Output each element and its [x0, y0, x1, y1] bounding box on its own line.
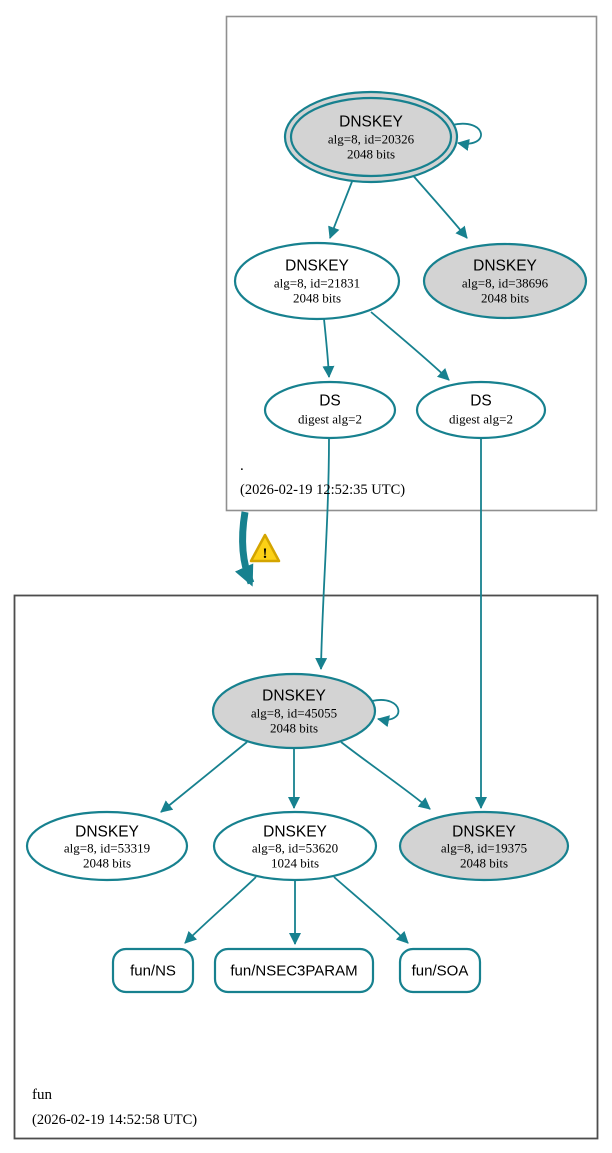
edge-root-ksk-to-zsk	[328, 178, 354, 239]
fun-zsk-53620-ellipse	[212, 810, 378, 882]
fun-zone-timestamp: (2026-02-19 14:52:58 UTC)	[32, 1112, 197, 1128]
edge-zsk-to-rrset-soa	[333, 876, 409, 944]
svg-text:2048 bits: 2048 bits	[83, 856, 131, 871]
fun-zone-name: fun	[32, 1087, 52, 1103]
root-ds-right-ellipse	[415, 380, 547, 440]
root-zsk-ellipse	[233, 241, 401, 321]
fun-ksk-ellipse	[211, 672, 377, 750]
fun-dnskey-19375-ellipse	[398, 810, 570, 882]
svg-text:alg=8, id=19375: alg=8, id=19375	[441, 841, 527, 856]
svg-text:2048 bits: 2048 bits	[347, 147, 395, 162]
svg-text:DNSKEY: DNSKEY	[75, 824, 139, 841]
root-zone-box	[225, 15, 598, 512]
warning-icon: !	[249, 533, 281, 563]
warning-triangle	[249, 533, 281, 563]
svg-text:alg=8, id=20326: alg=8, id=20326	[328, 132, 415, 147]
rrset-soa-box	[398, 947, 482, 994]
svg-text:1024 bits: 1024 bits	[271, 856, 319, 871]
node-fun-dnskey-53319: DNSKEY alg=8, id=53319 2048 bits	[25, 810, 189, 882]
root-zone-name: .	[240, 458, 244, 474]
svg-text:2048 bits: 2048 bits	[481, 291, 529, 306]
edge-root-zone-to-fun-zone-delegation	[234, 511, 255, 587]
node-rrset-fun-soa: fun/SOA	[398, 947, 482, 994]
svg-text:alg=8, id=21831: alg=8, id=21831	[274, 276, 360, 291]
edge-root-zsk-to-ds-left	[322, 318, 335, 378]
svg-text:2048 bits: 2048 bits	[270, 721, 318, 736]
edge-fun-ksk-self-loop	[371, 699, 400, 728]
edge-fun-ksk-to-dnskey-19375	[340, 741, 431, 810]
svg-text:2048 bits: 2048 bits	[460, 856, 508, 871]
svg-text:alg=8, id=45055: alg=8, id=45055	[251, 706, 337, 721]
svg-text:DNSKEY: DNSKEY	[339, 114, 403, 131]
node-fun-zsk-dnskey-53620: DNSKEY alg=8, id=53620 1024 bits	[212, 810, 378, 882]
svg-text:digest alg=2: digest alg=2	[298, 412, 362, 427]
svg-text:alg=8, id=53620: alg=8, id=53620	[252, 841, 338, 856]
svg-text:DNSKEY: DNSKEY	[285, 258, 349, 275]
root-ds-left-ellipse	[263, 380, 397, 440]
root-ksk-inner-ellipse	[289, 96, 453, 178]
svg-text:fun/NSEC3PARAM: fun/NSEC3PARAM	[230, 963, 357, 980]
svg-text:DNSKEY: DNSKEY	[263, 824, 327, 841]
svg-text:digest alg=2: digest alg=2	[449, 412, 513, 427]
node-root-ds-left: DS digest alg=2	[263, 380, 397, 440]
edge-ds-left-to-fun-ksk	[315, 437, 330, 670]
svg-text:DS: DS	[319, 393, 341, 410]
rrset-nsec3param-box	[213, 947, 375, 994]
node-root-dnskey-38696: DNSKEY alg=8, id=38696 2048 bits	[422, 242, 588, 320]
svg-text:DNSKEY: DNSKEY	[452, 824, 516, 841]
fun-dnskey-53319-ellipse	[25, 810, 189, 882]
fun-zone-box	[13, 594, 599, 1140]
node-rrset-fun-ns: fun/NS	[111, 947, 195, 994]
root-ksk-outer-ellipse	[283, 90, 459, 184]
node-rrset-fun-nsec3param: fun/NSEC3PARAM	[213, 947, 375, 994]
svg-text:2048 bits: 2048 bits	[293, 291, 341, 306]
svg-text:DS: DS	[470, 393, 492, 410]
warning-exclamation: !	[263, 546, 268, 562]
edge-root-ksk-self-loop	[451, 122, 482, 151]
edge-fun-ksk-to-dnskey-53319	[160, 741, 248, 813]
node-root-ksk-dnskey-20326: DNSKEY alg=8, id=20326 2048 bits	[283, 90, 459, 184]
node-fun-ksk-dnskey-45055: DNSKEY alg=8, id=45055 2048 bits	[211, 672, 377, 750]
svg-text:fun/NS: fun/NS	[130, 963, 176, 980]
root-dnskey-38696-ellipse	[422, 242, 588, 320]
node-root-ds-right: DS digest alg=2	[415, 380, 547, 440]
node-root-zsk-dnskey-21831: DNSKEY alg=8, id=21831 2048 bits	[233, 241, 401, 321]
svg-text:fun/SOA: fun/SOA	[412, 963, 469, 980]
edge-root-ksk-to-dnskey-38696	[409, 171, 468, 239]
node-fun-dnskey-19375: DNSKEY alg=8, id=19375 2048 bits	[398, 810, 570, 882]
svg-text:alg=8, id=53319: alg=8, id=53319	[64, 841, 150, 856]
root-zone-timestamp: (2026-02-19 12:52:35 UTC)	[240, 482, 405, 498]
edge-zsk-to-rrset-ns	[184, 876, 257, 944]
edge-root-zsk-to-ds-right	[370, 311, 450, 381]
svg-text:alg=8, id=38696: alg=8, id=38696	[462, 276, 549, 291]
svg-text:DNSKEY: DNSKEY	[473, 258, 537, 275]
rrset-ns-box	[111, 947, 195, 994]
svg-text:DNSKEY: DNSKEY	[262, 688, 326, 705]
